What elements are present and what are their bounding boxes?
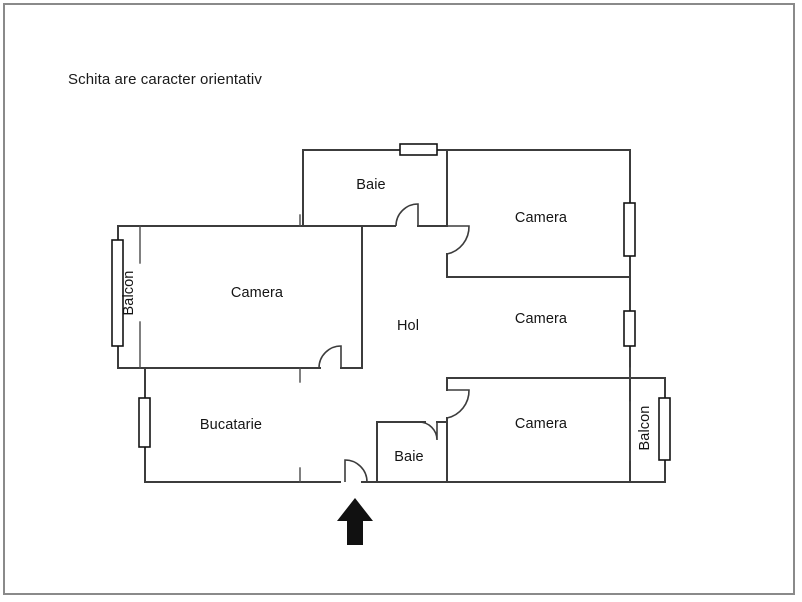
room-label-camera-bottom-right: Camera	[514, 416, 568, 432]
room-label-baie-bottom: Baie	[394, 449, 424, 465]
door-baie-bottom	[418, 421, 438, 441]
door-entrance	[344, 459, 368, 483]
windows-group	[111, 143, 671, 461]
window-balcon-left	[111, 239, 124, 347]
doors-group	[318, 203, 470, 483]
room-label-camera-top-right: Camera	[514, 210, 568, 226]
room-label-bucatarie: Bucatarie	[199, 417, 263, 433]
room-label-balcon-right: Balcon	[637, 405, 653, 451]
window-bucatarie-left	[138, 397, 151, 448]
room-label-hol: Hol	[396, 318, 420, 334]
room-label-camera-left: Camera	[230, 285, 284, 301]
door-camera-top-right	[446, 225, 470, 255]
wall-stubs	[139, 214, 631, 483]
room-label-balcon-left: Balcon	[121, 270, 137, 316]
window-balcon-right	[658, 397, 671, 461]
window-baie-top	[399, 143, 438, 156]
entrance-arrow	[337, 498, 373, 545]
image-frame	[3, 3, 795, 595]
plan-caption: Schita are caracter orientativ	[68, 71, 262, 88]
door-camera-left	[318, 345, 342, 369]
entrance-arrow-group	[337, 498, 373, 545]
window-camera-top-right	[623, 202, 636, 257]
door-baie-top	[395, 203, 419, 227]
room-label-baie-top: Baie	[356, 177, 386, 193]
window-camera-mid-right	[623, 310, 636, 347]
room-label-camera-mid-right: Camera	[514, 311, 568, 327]
door-camera-bottom-right	[446, 389, 470, 419]
